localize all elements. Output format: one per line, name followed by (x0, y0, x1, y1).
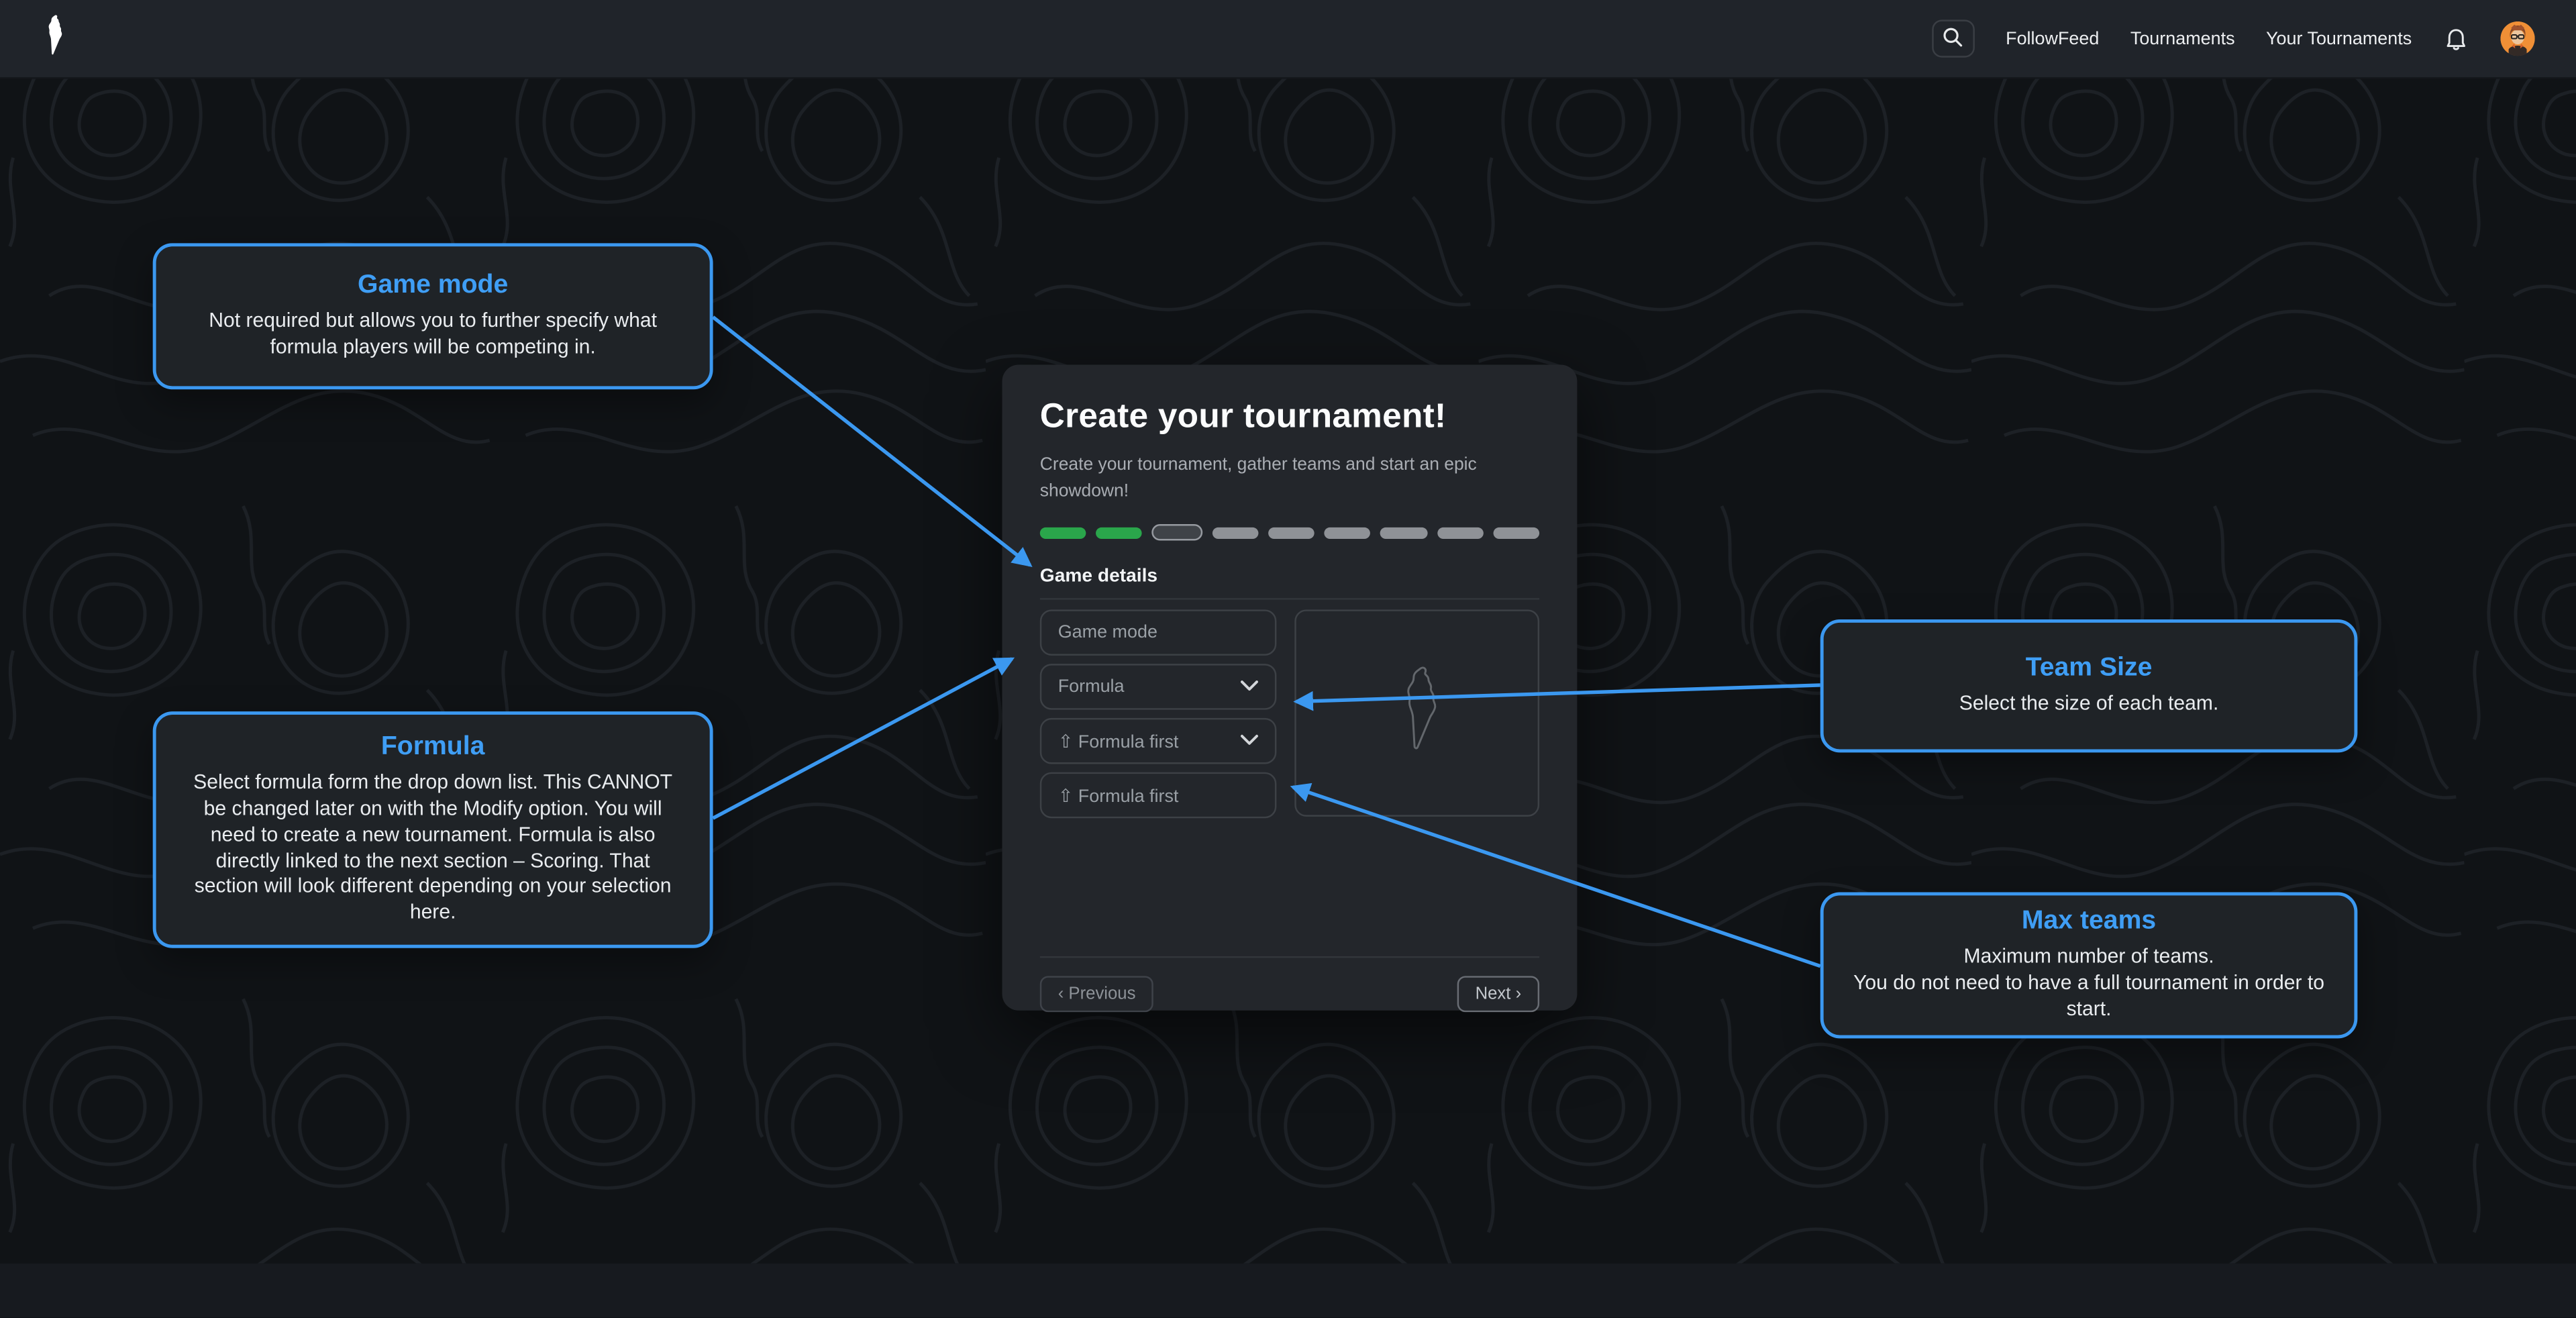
progress-segment-upcoming (1212, 527, 1259, 539)
chevron-down-icon (1240, 678, 1258, 697)
callout-team-size-title: Team Size (2025, 654, 2153, 682)
progress-bar (1039, 524, 1540, 542)
nav-link-your-tournaments[interactable]: Your Tournaments (2266, 28, 2412, 49)
callout-game-mode-title: Game mode (358, 271, 509, 300)
nav-right-group: FollowFeed Tournaments Your Tournaments (1931, 19, 2535, 58)
callout-max-teams: Max teams Maximum number of teams. You d… (1820, 892, 2358, 1039)
progress-segment-complete (1039, 527, 1086, 539)
callout-team-size: Team Size Select the size of each team. (1820, 619, 2358, 753)
island-logo-icon (41, 12, 66, 64)
team-size-select-value: ⇧ Formula first (1058, 732, 1179, 753)
user-avatar[interactable] (2500, 21, 2535, 56)
progress-segment-upcoming (1324, 527, 1371, 539)
search-icon (1943, 26, 1964, 52)
search-button[interactable] (1931, 19, 1975, 58)
footer-divider (1039, 956, 1540, 959)
island-map-outline-icon (1392, 664, 1441, 763)
modal-subtitle: Create your tournament, gather teams and… (1039, 455, 1477, 502)
footer-band (0, 1263, 2576, 1318)
chevron-down-icon (1240, 731, 1258, 751)
progress-segment-upcoming (1268, 527, 1315, 539)
max-teams-field-value: ⇧ Formula first (1058, 787, 1179, 807)
callout-formula-title: Formula (380, 733, 485, 762)
callout-game-mode: Game mode Not required but allows you to… (152, 243, 713, 390)
team-size-select[interactable]: ⇧ Formula first (1039, 718, 1277, 765)
callout-game-mode-body: Not required but allows you to further s… (209, 309, 657, 358)
max-teams-field[interactable]: ⇧ Formula first (1039, 772, 1277, 819)
formula-select[interactable]: Formula (1039, 664, 1277, 711)
previous-button[interactable]: ‹ Previous (1039, 976, 1154, 1013)
game-mode-input[interactable] (1039, 610, 1277, 656)
callout-team-size-body: Select the size of each team. (1959, 692, 2219, 715)
progress-segment-upcoming (1492, 527, 1540, 539)
progress-segment-complete (1096, 527, 1143, 539)
map-preview-panel (1294, 610, 1540, 817)
game-details-form: Formula ⇧ Formula first ⇧ Formula first (1039, 610, 1540, 819)
formula-select-value: Formula (1058, 677, 1125, 698)
create-tournament-modal: Create your tournament! Create your tour… (1002, 364, 1578, 1013)
next-button[interactable]: Next › (1457, 976, 1540, 1013)
brand-logo[interactable] (41, 12, 66, 64)
progress-segment-upcoming (1380, 527, 1427, 539)
progress-segment-upcoming (1437, 527, 1484, 539)
callout-formula: Formula Select formula form the drop dow… (152, 711, 713, 948)
callout-max-teams-title: Max teams (2021, 907, 2157, 936)
nav-link-tournaments[interactable]: Tournaments (2130, 28, 2235, 49)
callout-formula-body: Select formula form the drop down list. … (193, 770, 673, 923)
modal-actions: ‹ Previous Next › (1039, 976, 1540, 1013)
section-label: Game details (1039, 567, 1158, 587)
notifications-bell-icon[interactable] (2443, 26, 2469, 52)
nav-link-followfeed[interactable]: FollowFeed (2006, 28, 2100, 49)
section-divider (1039, 599, 1540, 601)
progress-segment-current (1152, 524, 1202, 542)
callout-max-teams-body: Maximum number of teams. You do not need… (1853, 945, 2325, 1021)
top-nav: FollowFeed Tournaments Your Tournaments (0, 0, 2576, 79)
form-fields-column: Formula ⇧ Formula first ⇧ Formula first (1039, 610, 1277, 819)
modal-title: Create your tournament! (1039, 397, 1447, 436)
